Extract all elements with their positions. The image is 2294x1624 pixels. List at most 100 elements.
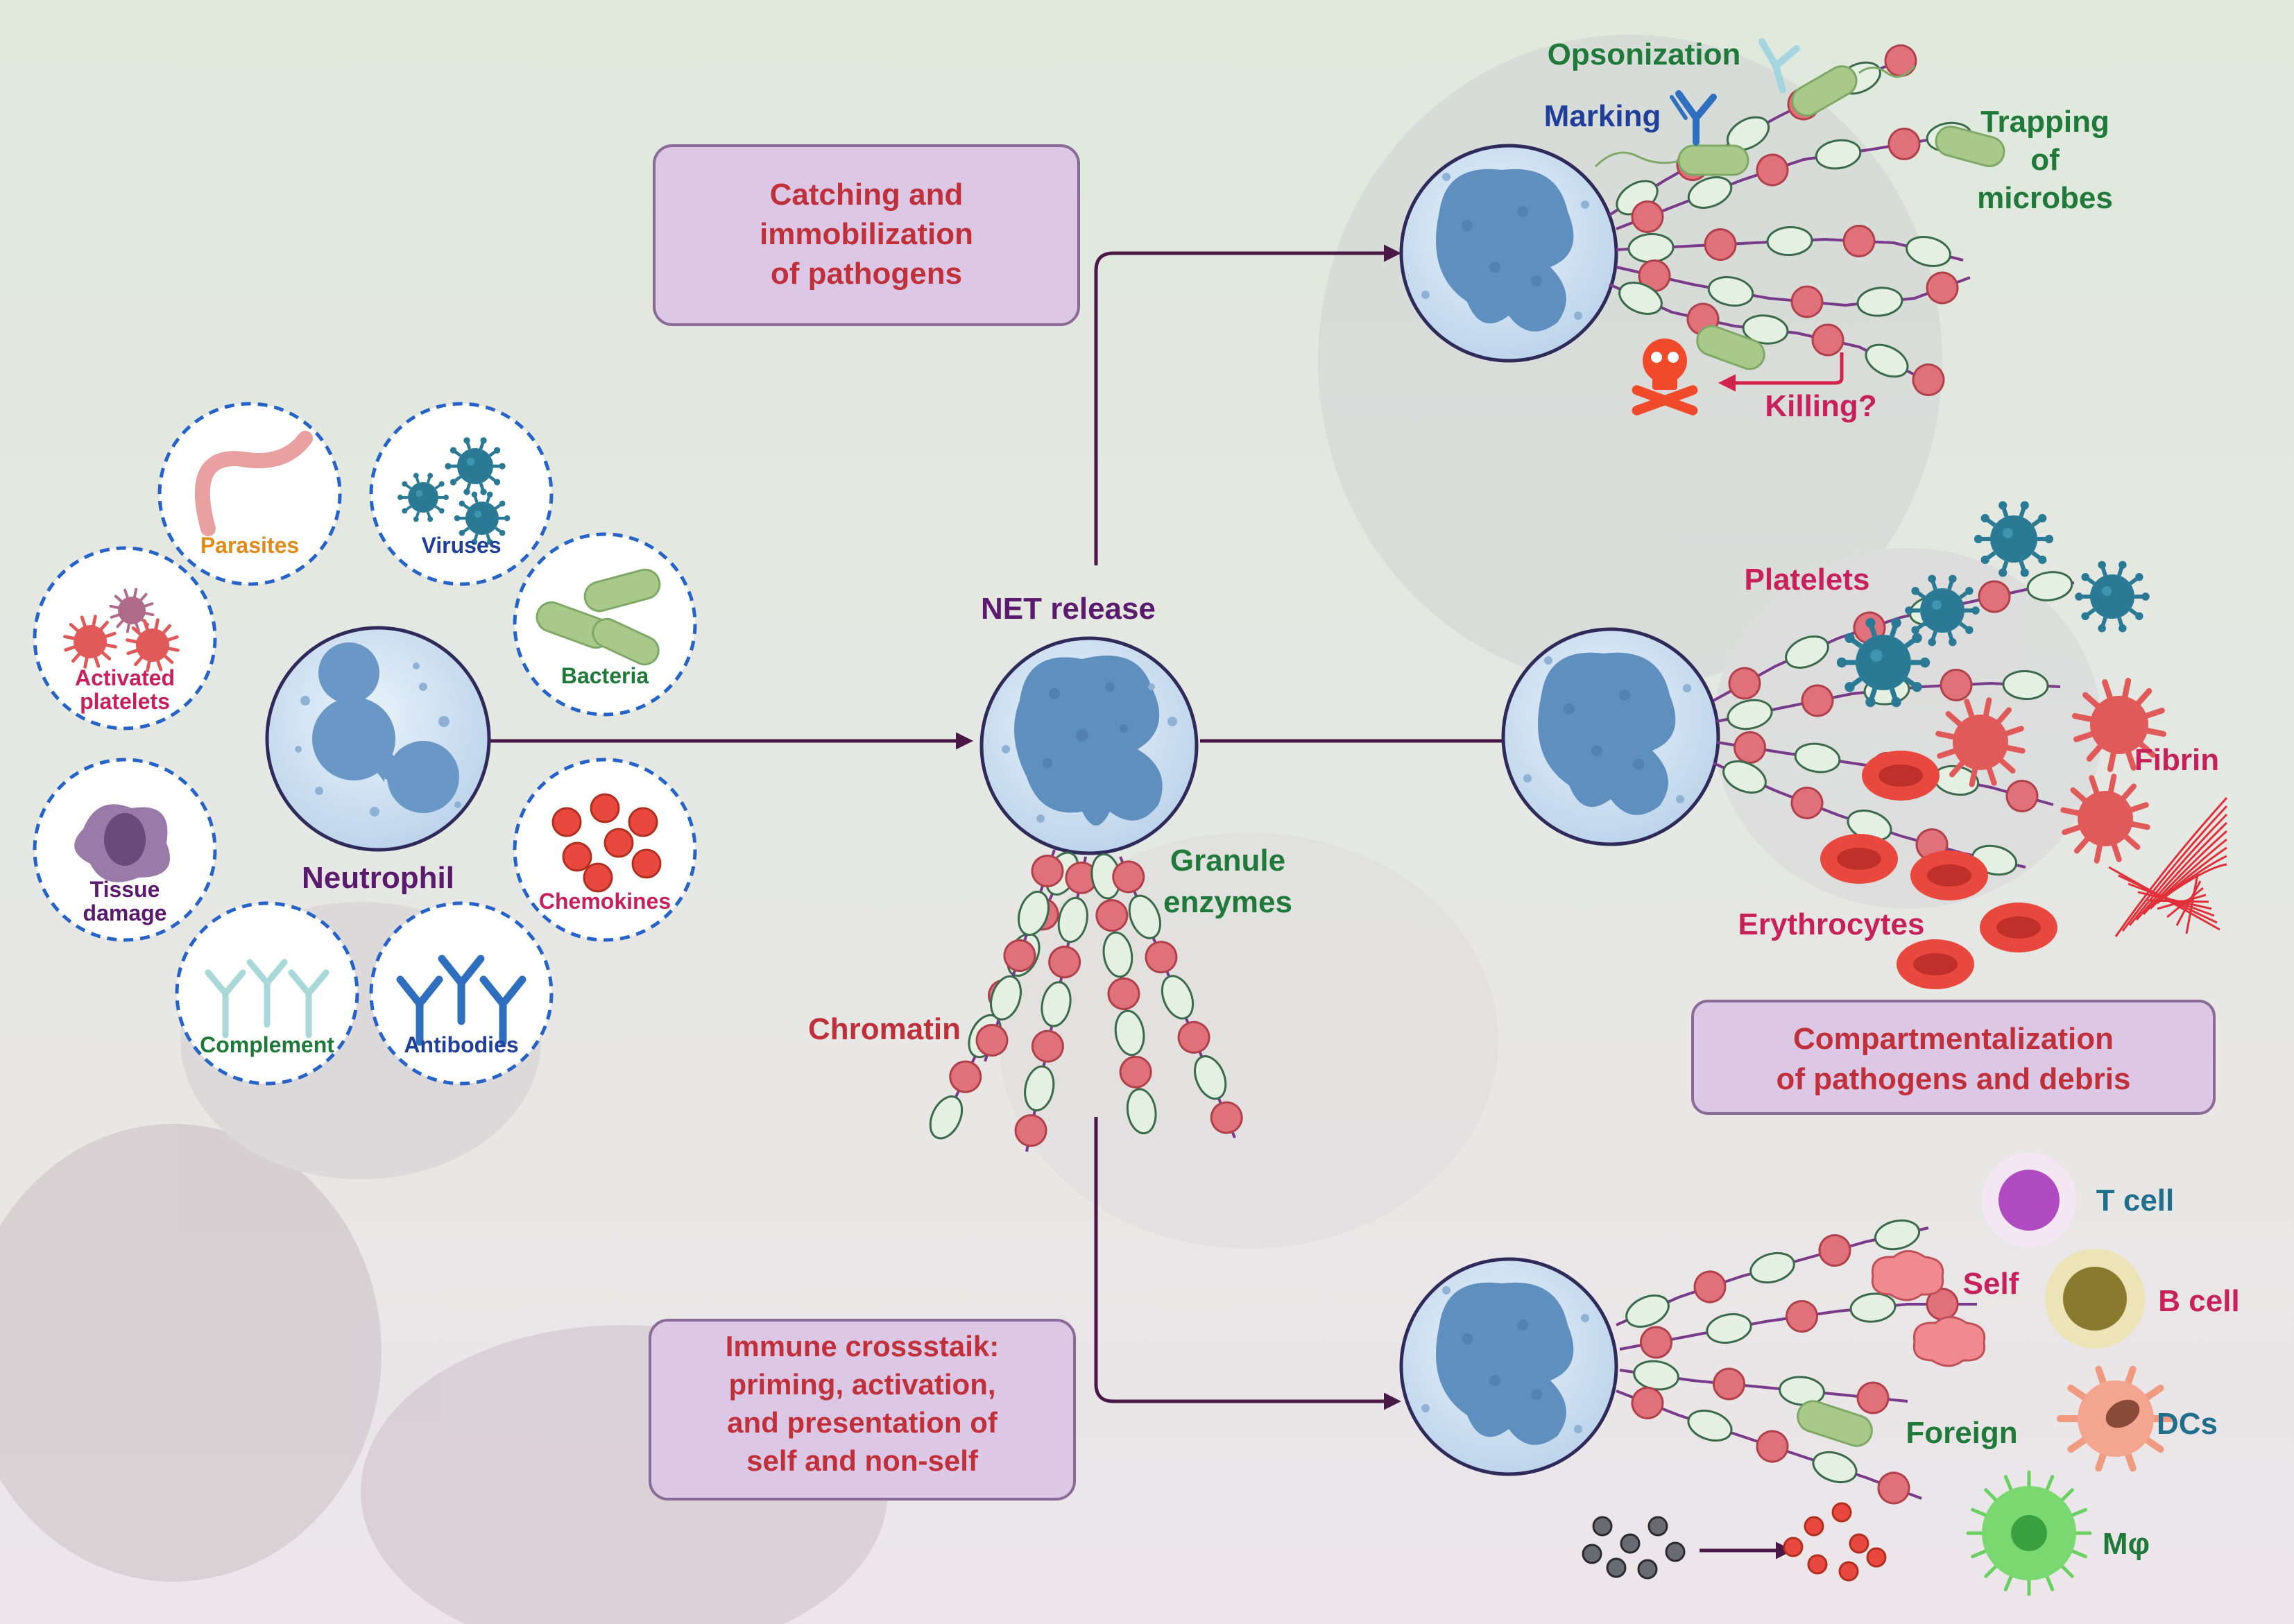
- nucleosome-bead: [1704, 228, 1737, 261]
- chromatin-bead: [1102, 931, 1133, 978]
- catching-line-2: immobilization: [760, 217, 973, 251]
- stimulus-label: Antibodies: [404, 1032, 518, 1057]
- chromatin-bead: [1625, 1294, 1670, 1328]
- chromatin-label: Chromatin: [808, 1012, 961, 1046]
- nucleosome-bead: [1728, 667, 1761, 700]
- virus-icon: [2075, 561, 2150, 633]
- self-label: Self: [1963, 1267, 2019, 1301]
- stimulus-label: Tissue: [90, 877, 160, 902]
- nucleosome-bead: [1107, 977, 1140, 1010]
- stimulus-bubble: Antibodies: [369, 901, 554, 1086]
- trapping-label-1: Trapping: [1980, 105, 2109, 139]
- antibody-opsonization-icon: [1758, 38, 1800, 94]
- neutrophil-catching: [1399, 144, 1618, 363]
- nucleosome-bead: [1790, 285, 1824, 318]
- chromatin-bead: [1024, 1065, 1055, 1112]
- activated-particle-icon: [1866, 1547, 1887, 1568]
- chromatin-bead: [990, 975, 1022, 1021]
- chromatin-bead: [929, 1095, 964, 1140]
- b-cell-label: B cell: [2158, 1284, 2239, 1318]
- trapping-label-2: of: [2030, 143, 2060, 177]
- b-cell-icon: [2045, 1249, 2145, 1349]
- nucleosome-bead: [1801, 684, 1834, 717]
- bacterium-killed: [1696, 325, 1765, 370]
- chromatin-bead: [1727, 699, 1773, 730]
- neutrophil-compartment: [1501, 627, 1720, 846]
- nucleosome-bead: [1112, 860, 1145, 894]
- neutrophil-cell: [265, 626, 491, 852]
- skull-crossbones-icon: [1632, 339, 1698, 416]
- stimulus-label: Chemokines: [539, 889, 671, 914]
- chromatin-bead: [1707, 276, 1754, 307]
- nucleosome-bead: [1856, 1381, 1890, 1414]
- stimulus-label: Bacteria: [561, 663, 649, 688]
- nucleosome-bead: [1756, 153, 1789, 187]
- erythrocytes-label: Erythrocytes: [1738, 907, 1924, 941]
- nucleosome-bead: [2005, 780, 2039, 812]
- antibody-icon: [396, 955, 527, 1046]
- erythrocyte-icon: [1980, 903, 2057, 952]
- complement-icon: [205, 959, 329, 1038]
- stimulus-label: Parasites: [200, 533, 299, 558]
- nucleosome-bead: [1031, 1029, 1064, 1063]
- nucleosome-bead: [1003, 939, 1036, 972]
- chromatin-bead: [1161, 975, 1195, 1020]
- virus-icon: [454, 491, 511, 545]
- nucleosome-bead: [1631, 1387, 1664, 1419]
- fibrin-mesh-icon: [2108, 796, 2228, 937]
- nucleosome-bead: [1119, 1055, 1152, 1088]
- virus-icon: [1905, 574, 1980, 647]
- nucleosome-bead: [1818, 1234, 1851, 1267]
- trap-strand-3: [1616, 225, 1964, 267]
- marking-label: Marking: [1544, 99, 1661, 133]
- neutrophil-label: Neutrophil: [302, 861, 454, 895]
- bottom-right-elements: [1582, 1153, 2175, 1596]
- granule-enzymes-label-1: Granule: [1170, 844, 1285, 878]
- chromatin-bead: [1706, 1313, 1752, 1344]
- activated-particle-icon: [1838, 1561, 1859, 1582]
- chromatin-bead: [1687, 176, 1733, 209]
- fibrin-label: Fibrin: [2134, 743, 2219, 777]
- right-outcome-cells: [1399, 44, 2075, 1505]
- chromatin-bead: [1618, 282, 1663, 315]
- crosstalk-line-2: priming, activation,: [728, 1368, 995, 1401]
- nucleosome-bead: [1940, 669, 1973, 701]
- chromatin-strand: [975, 849, 1064, 1062]
- chromatin-bead: [1849, 1292, 1897, 1323]
- chromatin-bead: [1126, 1088, 1157, 1135]
- self-antigen-icon: [1912, 1316, 1986, 1367]
- macrophage-label: Mφ: [2103, 1527, 2150, 1561]
- chromatin-bead: [1874, 1219, 1921, 1251]
- crosstalk-line-4: self and non-self: [746, 1444, 979, 1477]
- chemokine-icon: [551, 793, 662, 893]
- activated-particle-icon: [1849, 1533, 1869, 1554]
- crosstalk-line-1: Immune crossstaik:: [726, 1330, 1000, 1362]
- foreign-label: Foreign: [1906, 1416, 2017, 1450]
- inactive-particle-icon: [1620, 1533, 1641, 1554]
- stimulus-bubble: Parasites: [157, 402, 342, 586]
- stimulus-label: Viruses: [421, 533, 501, 558]
- killing-label: Killing?: [1765, 389, 1876, 423]
- nucleosome-bead: [1842, 225, 1876, 257]
- erythrocyte-icon: [1862, 751, 1940, 801]
- chromatin-strand: [1014, 856, 1098, 1152]
- crosstalk-line-3: and presentation of: [727, 1406, 998, 1439]
- net-chromatin-strands: [929, 849, 1243, 1152]
- catching-line-1: Catching and: [770, 178, 964, 212]
- stimulus-label: damage: [83, 900, 167, 925]
- chromatin-bead: [1726, 116, 1770, 151]
- compartment-line-1: Compartmentalization: [1793, 1022, 2114, 1056]
- granule-enzymes-label-2: enzymes: [1163, 885, 1292, 919]
- mid-right-elements: [1820, 501, 2228, 989]
- platelet-icon: [1935, 697, 2026, 787]
- virus-icon: [397, 472, 449, 522]
- nucleosome-bead: [1693, 1270, 1727, 1304]
- platelet-icon: [2071, 677, 2167, 773]
- erythrocyte-icon: [1910, 851, 1988, 900]
- nucleosome-bead: [1978, 580, 2011, 613]
- nucleosome-bead: [1014, 1114, 1047, 1147]
- chromatin-bead: [1128, 894, 1161, 939]
- inactive-particle-icon: [1637, 1559, 1658, 1580]
- virus-icon: [397, 437, 511, 545]
